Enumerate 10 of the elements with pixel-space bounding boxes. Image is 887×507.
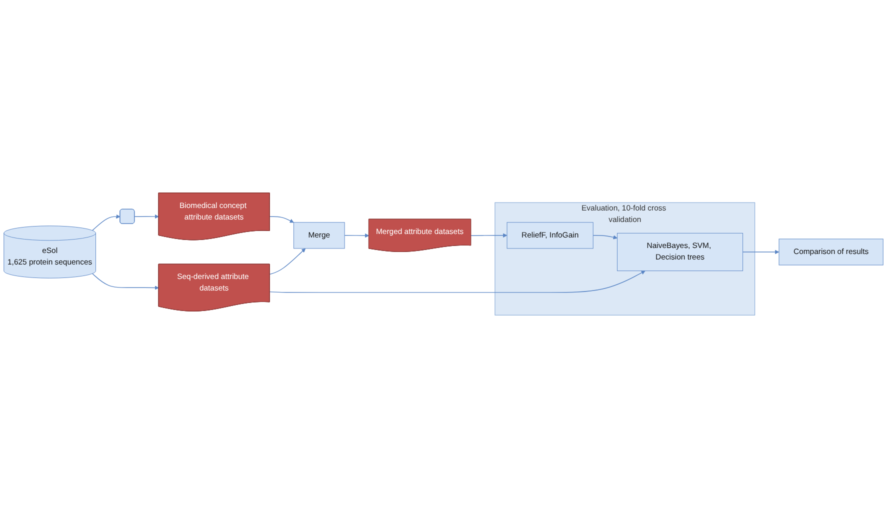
arrow xyxy=(470,232,508,238)
arrow xyxy=(269,216,294,222)
arrow xyxy=(344,232,370,238)
arrow xyxy=(134,214,159,218)
arrow xyxy=(92,272,159,290)
arrow xyxy=(592,234,618,239)
arrow xyxy=(742,249,780,254)
arrow xyxy=(92,214,120,230)
arrow xyxy=(269,248,306,274)
arrow xyxy=(269,270,646,292)
